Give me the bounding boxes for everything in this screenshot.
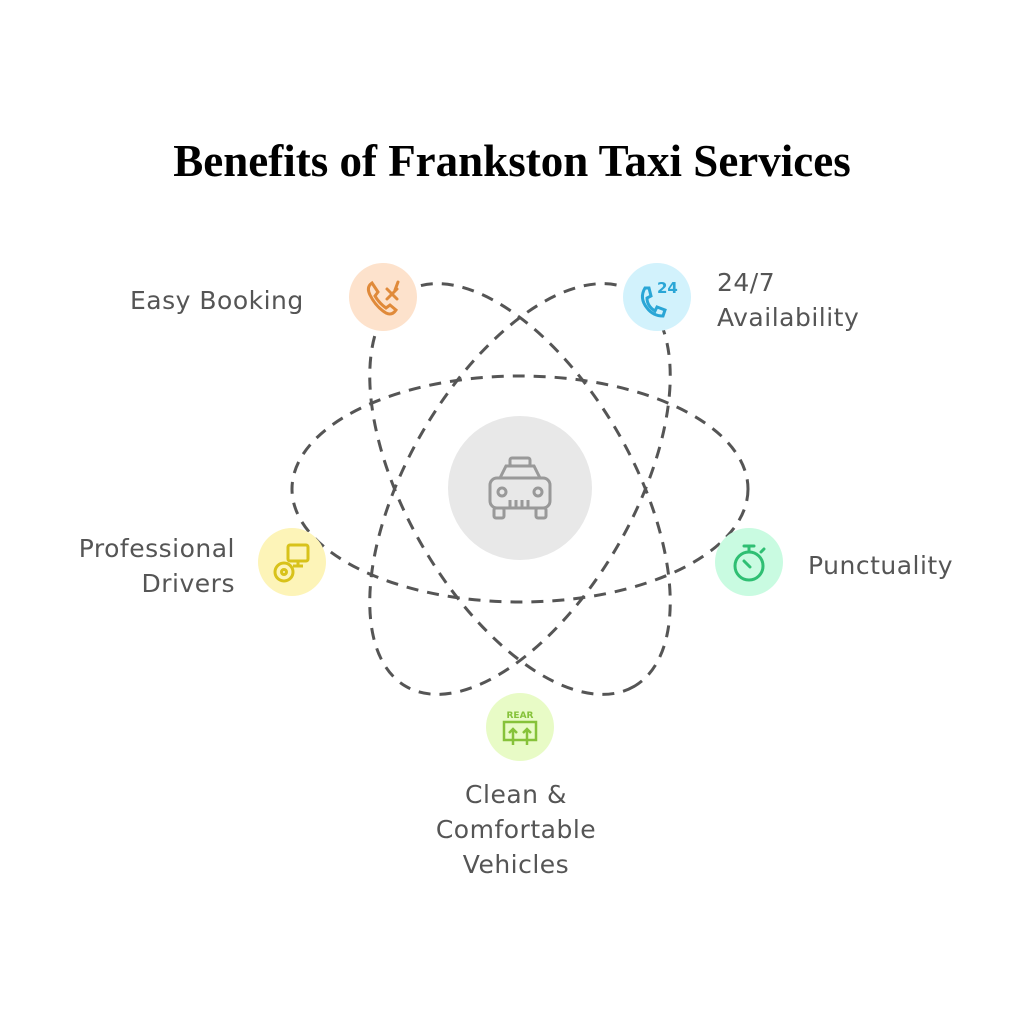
easy-booking-node <box>349 263 417 331</box>
clean-vehicles-label: Clean & Comfortable Vehicles <box>400 777 632 882</box>
center-node <box>448 416 592 560</box>
availability-node: 24 <box>623 263 691 331</box>
rear-defrost-icon: REAR <box>502 711 538 745</box>
professional-drivers-label-line2: Drivers <box>141 569 235 598</box>
page-title: Benefits of Frankston Taxi Services <box>173 136 851 186</box>
easy-booking-label: Easy Booking <box>130 286 304 315</box>
availability-label-line2: Availability <box>717 303 860 332</box>
phone-booking-icon <box>366 280 400 316</box>
phone-24-icon: 24 <box>640 279 678 318</box>
clean-vehicles-label-line1: Clean & <box>465 780 567 809</box>
availability-label: 24/7 Availability <box>717 265 859 335</box>
steering-wheel-icon <box>273 543 310 583</box>
availability-label-line1: 24/7 <box>717 268 776 297</box>
orbit-horizontal <box>290 374 750 604</box>
professional-drivers-label: Professional Drivers <box>79 531 235 601</box>
svg-text:REAR: REAR <box>507 711 534 721</box>
punctuality-node <box>715 528 783 596</box>
punctuality-label: Punctuality <box>808 551 954 580</box>
clean-vehicles-label-line3: Vehicles <box>462 850 570 879</box>
clean-vehicles-node: REAR <box>486 693 554 761</box>
svg-text:24: 24 <box>657 279 678 297</box>
clean-vehicles-label-line2: Comfortable <box>435 815 597 844</box>
professional-drivers-node <box>258 528 326 596</box>
taxi-icon <box>488 456 552 520</box>
professional-drivers-label-line1: Professional <box>78 534 235 563</box>
stopwatch-icon <box>733 544 766 582</box>
